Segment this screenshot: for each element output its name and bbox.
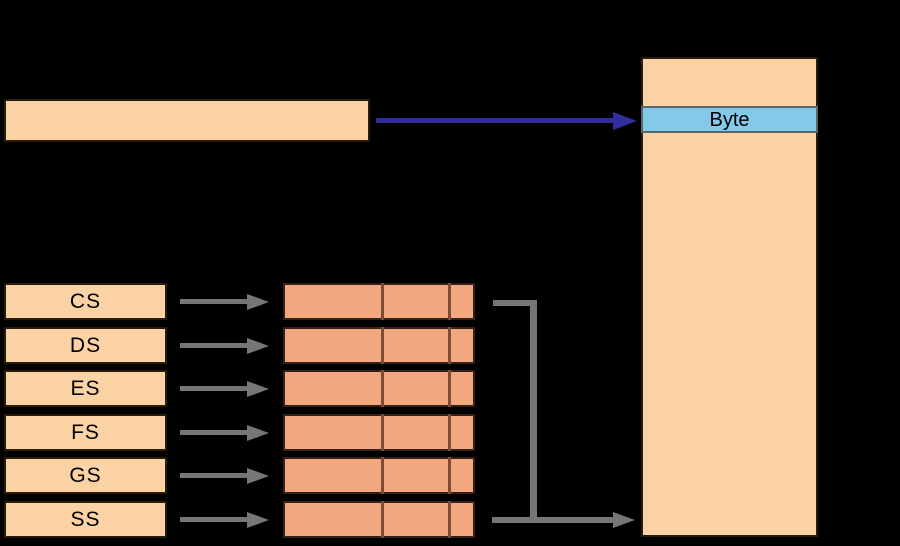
descriptor-field-divider: [448, 457, 451, 494]
segment-register-label: FS: [71, 420, 100, 444]
register-to-descriptor-arrow-shaft: [180, 386, 247, 391]
descriptor-field-divider: [381, 370, 384, 407]
segment-register-fs: FS: [4, 414, 167, 451]
linear-address-arrow-shaft: [376, 118, 614, 123]
connector-top-line: [493, 300, 537, 306]
segment-register-ds: DS: [4, 327, 167, 364]
segment-register-label: ES: [70, 376, 101, 400]
descriptor-field-divider: [448, 370, 451, 407]
segment-register-gs: GS: [4, 457, 167, 494]
segment-descriptor-row: [283, 370, 475, 407]
connector-vertical-line: [530, 300, 537, 522]
descriptor-field-divider: [381, 283, 384, 320]
segment-register-label: GS: [69, 463, 102, 487]
descriptor-field-divider: [381, 457, 384, 494]
connector-bottom-shaft: [492, 517, 613, 523]
byte-cell: Byte: [641, 106, 818, 133]
register-to-descriptor-arrow-shaft: [180, 517, 247, 522]
segment-descriptor-row: [283, 414, 475, 451]
descriptor-field-divider: [448, 283, 451, 320]
segment-register-label: CS: [69, 289, 102, 313]
segment-descriptor-row: [283, 283, 475, 320]
register-to-descriptor-arrow-shaft: [180, 343, 247, 348]
register-to-descriptor-arrow-shaft: [180, 430, 247, 435]
linear-address-bar: [4, 99, 370, 142]
register-to-descriptor-arrow-shaft: [180, 299, 247, 304]
descriptor-field-divider: [381, 501, 384, 538]
register-to-descriptor-arrow-head-icon: [247, 468, 269, 484]
connector-arrow-head-icon: [613, 512, 635, 528]
segment-register-cs: CS: [4, 283, 167, 320]
segment-register-es: ES: [4, 370, 167, 407]
linear-address-space-column: [641, 57, 818, 537]
descriptor-field-divider: [448, 414, 451, 451]
descriptor-field-divider: [381, 327, 384, 364]
linear-address-arrow-head-icon: [613, 112, 637, 130]
register-to-descriptor-arrow-shaft: [180, 473, 247, 478]
segment-register-label: SS: [70, 507, 101, 531]
segment-descriptor-row: [283, 457, 475, 494]
descriptor-field-divider: [448, 501, 451, 538]
segment-descriptor-row: [283, 501, 475, 538]
register-to-descriptor-arrow-head-icon: [247, 512, 269, 528]
register-to-descriptor-arrow-head-icon: [247, 294, 269, 310]
register-to-descriptor-arrow-head-icon: [247, 425, 269, 441]
byte-label: Byte: [709, 108, 750, 131]
segment-register-ss: SS: [4, 501, 167, 538]
register-to-descriptor-arrow-head-icon: [247, 381, 269, 397]
descriptor-field-divider: [381, 414, 384, 451]
descriptor-field-divider: [448, 327, 451, 364]
segment-register-label: DS: [69, 333, 102, 357]
register-to-descriptor-arrow-head-icon: [247, 338, 269, 354]
segment-descriptor-row: [283, 327, 475, 364]
